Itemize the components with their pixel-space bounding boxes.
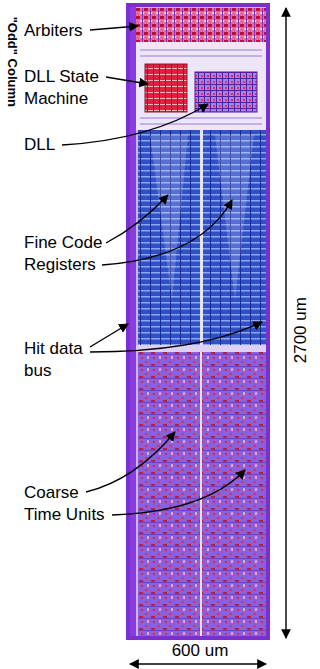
wire <box>140 50 262 51</box>
leader-arrow <box>112 470 245 515</box>
wire <box>140 124 262 125</box>
column-divider <box>200 352 202 636</box>
leader-arrow <box>102 200 232 265</box>
wire <box>140 118 262 119</box>
dimension-line <box>285 8 286 638</box>
dll-state-machine-block <box>145 64 187 112</box>
part-label: Coarse Time Units <box>24 482 116 526</box>
fine-code-registers <box>203 130 266 345</box>
coarse-time-units <box>138 352 266 636</box>
leader-arrow <box>106 77 148 84</box>
part-label: DLL <box>24 134 84 156</box>
arbiters-block <box>136 8 266 42</box>
part-label: Hit data bus <box>24 338 99 382</box>
column-label: "Odd" Column <box>4 17 20 107</box>
leader-arrow <box>90 322 262 352</box>
dimension-line <box>130 663 266 664</box>
chip-outline <box>128 5 268 638</box>
part-label: Arbiters <box>24 20 104 42</box>
wire <box>140 56 262 57</box>
shading <box>215 135 254 300</box>
dimension-label: 600 um <box>170 641 231 661</box>
leader-arrow <box>62 104 208 145</box>
part-label: Fine Code Registers <box>24 232 119 276</box>
leader-arrow <box>86 432 175 492</box>
column-divider <box>200 130 203 345</box>
hit-data-bus <box>130 7 136 636</box>
control-area <box>136 42 266 130</box>
fine-code-registers <box>138 130 200 345</box>
leader-arrow <box>106 195 168 243</box>
dimension-label: 2700 um <box>291 297 311 363</box>
shading <box>150 135 188 300</box>
leader-arrow <box>90 26 138 30</box>
part-label: DLL State Machine <box>24 66 119 110</box>
leader-arrow <box>90 324 128 347</box>
